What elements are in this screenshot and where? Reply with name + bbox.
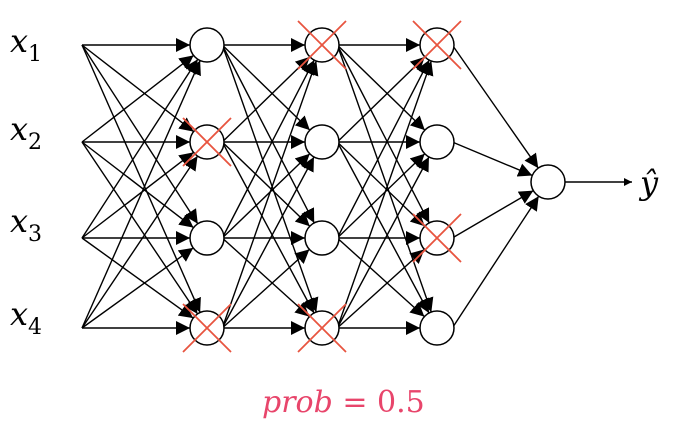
edge-input4-to-h1n1 [81, 60, 201, 329]
edge-h2n4-to-h3n1 [336, 60, 434, 329]
svg-text:x1: x1 [10, 22, 42, 67]
edge-input3-to-h1n1 [81, 58, 199, 239]
input-label-x4: x4 [10, 295, 42, 340]
edge-h3n4-to-output [451, 195, 540, 329]
edge-h3n1-to-output [451, 44, 539, 169]
edge-input2-to-h1n1 [81, 54, 194, 143]
dropout-probability-caption: prob = 0.5 [262, 385, 425, 420]
neuron-hidden-1-3 [189, 220, 225, 256]
edge-h1n2-to-h2n3 [221, 141, 311, 227]
edge-h2n4-to-h3n3 [336, 248, 425, 329]
dropout-cross-hidden-3-1 [412, 20, 462, 70]
dropout-cross-hidden-2-1 [297, 20, 347, 70]
edge-h2n3-to-h3n1 [336, 59, 430, 239]
dropout-cross-hidden-3-3 [412, 213, 462, 263]
edge-input1-to-h1n3 [81, 44, 199, 225]
edge-input1-to-h1n2 [81, 44, 194, 133]
svg-text:x2: x2 [10, 110, 42, 155]
edge-h2n2-to-h3n1 [336, 56, 426, 143]
neuron-hidden-2-2 [304, 124, 340, 160]
edge-h2n2-to-h3n4 [336, 141, 430, 314]
edge-h1n3-to-h2n2 [221, 153, 311, 239]
input-label-x1: x1 [10, 22, 42, 67]
neuron-hidden-1-1 [189, 27, 225, 63]
edge-input3-to-h1n4 [81, 237, 194, 319]
neuron-output [530, 164, 566, 200]
dropout-cross-hidden-1-4 [182, 303, 232, 353]
edge-h1n1-to-h2n4 [221, 44, 319, 313]
edge-h1n4-to-h2n1 [221, 60, 319, 329]
edge-h2n2-to-h3n3 [336, 141, 426, 227]
edge-h1n4-to-h2n2 [221, 156, 315, 329]
edge-h3n2-to-output [452, 141, 533, 177]
edge-input3-to-h1n2 [81, 151, 194, 239]
edge-h1n3-to-h2n4 [221, 237, 310, 318]
dropout-cross-hidden-2-4 [297, 303, 347, 353]
edge-h1n1-to-h2n3 [221, 44, 315, 224]
edge-h2n1-to-h3n3 [336, 44, 430, 224]
neuron-hidden-3-4 [419, 310, 455, 346]
dropout-cross-hidden-1-2 [182, 117, 232, 167]
output-label-yhat: ŷ [638, 164, 659, 202]
edge-h3n3-to-output [451, 189, 534, 239]
svg-text:x4: x4 [10, 295, 42, 340]
dropout-crosses [182, 20, 462, 353]
edge-h1n4-to-h2n3 [221, 248, 310, 329]
neuron-hidden-2-3 [304, 220, 340, 256]
edge-h1n2-to-h2n4 [221, 141, 315, 314]
edge-h2n3-to-h3n4 [336, 237, 425, 318]
edge-h1n1-to-h2n2 [221, 44, 311, 131]
edge-h1n2-to-h2n1 [221, 56, 311, 143]
connections [81, 38, 540, 335]
edge-h2n4-to-h3n2 [336, 156, 430, 329]
edge-h2n1-to-h3n2 [336, 44, 426, 131]
edge-h2n1-to-h3n4 [336, 44, 434, 313]
input-label-x2: x2 [10, 110, 42, 155]
edge-input2-to-h1n4 [81, 141, 199, 315]
edge-input4-to-h1n2 [81, 155, 199, 329]
edge-h2n3-to-h3n2 [336, 153, 426, 239]
edge-input1-to-h1n4 [81, 44, 201, 313]
svg-text:x3: x3 [10, 202, 42, 247]
neuron-hidden-3-2 [419, 124, 455, 160]
input-label-x3: x3 [10, 202, 42, 247]
edge-input2-to-h1n3 [81, 141, 194, 229]
edge-input4-to-h1n3 [81, 247, 194, 329]
edge-h1n3-to-h2n1 [221, 59, 315, 239]
